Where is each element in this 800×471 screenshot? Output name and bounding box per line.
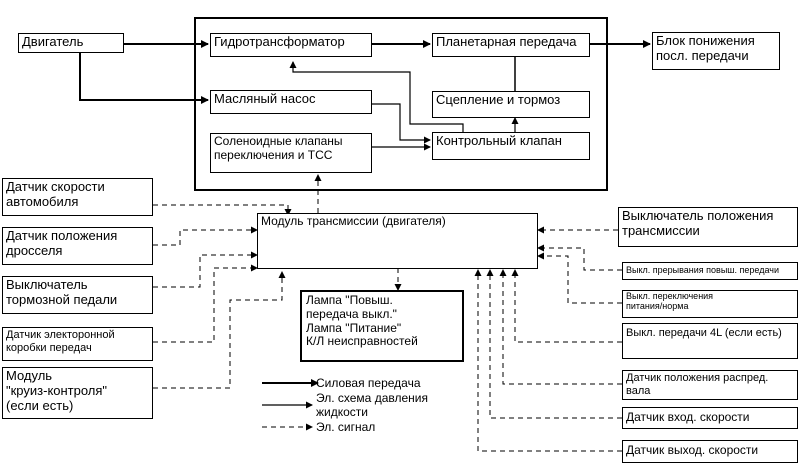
vehicle-speed-sensor: Датчик скорости автомобиля [2, 178, 153, 216]
sensor-label: Датчик выход. скорости [626, 443, 759, 457]
sensor-label: Модуль [6, 368, 53, 383]
sensor-label: Датчик электоронной [6, 329, 115, 341]
torque-converter-label: Гидротрансформатор [214, 34, 345, 49]
control-valve-label: Контрольный клапан [436, 133, 562, 148]
tcm-block: Модуль трансмиссии (двигателя) [257, 213, 538, 269]
overdrive-unit-block: Блок понижения посл. передачи [652, 32, 780, 70]
engine-label: Двигатель [22, 34, 84, 49]
power-lines [79, 40, 651, 104]
lamp-label-2: передача выкл." [306, 306, 397, 321]
lamp-label-3: Лампа "Питание" [306, 320, 402, 335]
sensor-label: "круиз-контроля" [6, 382, 108, 398]
transmission-position-switch: Выключатель положения трансмиссии [618, 207, 798, 247]
legend-hydraulic-label-2: жидкости [316, 405, 368, 419]
solenoid-valves-block: Соленоидные клапаны переключения и ТСС [210, 133, 372, 173]
sensor-label: вала [626, 384, 651, 397]
transmission-housing [194, 17, 608, 191]
sensor-label: Датчик скорости [6, 179, 105, 194]
sensor-label: Датчик положения распред. [626, 372, 769, 384]
sensor-label: тормозной педали [6, 291, 118, 307]
clutch-brake-label: Сцепление и тормоз [436, 92, 561, 107]
sensor-label: Выключатель положения [622, 208, 774, 223]
legend-power-label: Силовая передача [316, 376, 421, 390]
power-normal-switch: Выкл. переключения питания/норма [622, 290, 798, 318]
throttle-position-sensor: Датчик положения дросселя [2, 227, 153, 265]
planetary-gear-block: Планетарная передача [432, 33, 590, 57]
indicator-lamps-block: Лампа "Повыш. передача выкл." Лампа "Пит… [300, 290, 464, 362]
sensor-label: дросселя [6, 242, 63, 258]
sensor-label: Датчик вход. скорости [626, 410, 750, 424]
sensor-label: (если есть) [6, 397, 74, 413]
sensor-label: автомобиля [6, 193, 79, 209]
brake-pedal-switch: Выключатель тормозной педали [2, 276, 153, 314]
signal-lines [153, 174, 622, 452]
legend-samples [262, 379, 319, 431]
overdrive-unit-label-1: Блок понижения [656, 33, 755, 48]
output-speed-sensor: Датчик выход. скорости [622, 440, 798, 463]
legend-signal-label: Эл. сигнал [316, 420, 376, 434]
sensor-label: коробки передач [6, 341, 92, 354]
sensor-label: Выкл. прерывания повыш. передачи [626, 265, 779, 275]
solenoid-valves-label-2: переключения и ТСС [214, 147, 333, 162]
engine-block: Двигатель [18, 33, 124, 53]
hydraulic-lines [289, 61, 519, 151]
lamp-label-4: К/Л неисправностей [306, 334, 418, 349]
solenoid-valves-label-1: Соленоидные клапаны [214, 134, 343, 148]
sensor-label: Выкл. переключения [626, 291, 714, 301]
oil-pump-block: Масляный насос [210, 90, 372, 114]
camshaft-position-sensor: Датчик положения распред. вала [622, 370, 798, 400]
sensor-label: Датчик положения [6, 228, 118, 243]
clutch-brake-block: Сцепление и тормоз [432, 91, 590, 118]
legend-hydraulic-label-1: Эл. схема давления [316, 391, 428, 405]
control-valve-block: Контрольный клапан [432, 132, 590, 160]
oil-pump-label: Масляный насос [214, 91, 316, 106]
cruise-control-module: Модуль "круиз-контроля" (если есть) [2, 367, 153, 419]
electronic-gearbox-sensor: Датчик электоронной коробки передач [2, 327, 153, 361]
overdrive-cancel-switch: Выкл. прерывания повыш. передачи [622, 262, 798, 280]
sensor-label: Выключатель [6, 277, 88, 292]
4l-switch: Выкл. передачи 4L (если есть) [622, 323, 798, 359]
tcm-label: Модуль трансмиссии (двигателя) [261, 214, 446, 228]
overdrive-unit-label-2: посл. передачи [656, 47, 749, 63]
input-speed-sensor: Датчик вход. скорости [622, 407, 798, 429]
sensor-label: трансмиссии [622, 222, 700, 238]
sensor-label: питания/норма [626, 300, 689, 311]
lamp-label-1: Лампа "Повыш. [306, 293, 393, 307]
sensor-label: Выкл. передачи 4L (если есть) [626, 327, 782, 339]
torque-converter-block: Гидротрансформатор [210, 33, 372, 57]
planetary-gear-label: Планетарная передача [436, 34, 577, 49]
